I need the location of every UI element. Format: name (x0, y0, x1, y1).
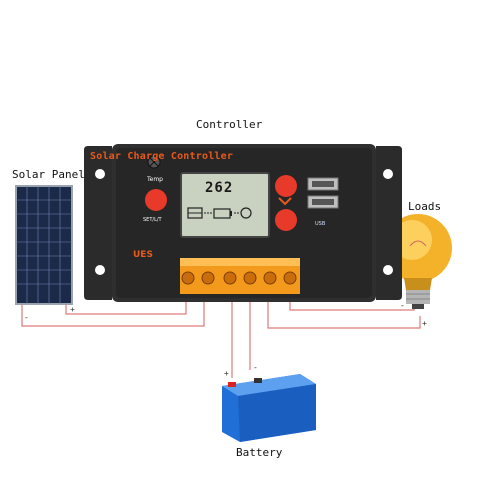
controller-label: Controller (196, 118, 263, 131)
lcd-reading: 262 (205, 180, 234, 196)
wires (21, 290, 421, 378)
solar-pos-mark: + (70, 305, 75, 314)
solar-panel-label: Solar Panel (12, 168, 85, 181)
solar-neg-mark: - (24, 313, 29, 322)
usb-label: USB (315, 221, 326, 227)
device-title: Solar Charge Controller (90, 151, 234, 162)
battery-label: Battery (236, 446, 283, 459)
lcd-display (180, 172, 270, 238)
loads-neg-mark: - (400, 301, 405, 310)
temp-label: Temp (147, 176, 163, 183)
lcd-icons (187, 207, 252, 219)
terminal-screws (181, 271, 297, 285)
set-label: SET/L/T (143, 217, 162, 223)
solar-panel-icon (15, 185, 73, 305)
battery-icon (222, 374, 316, 442)
battery-pos-mark: + (224, 369, 229, 378)
brand-label: UES (133, 250, 153, 260)
battery-neg-mark: - (253, 363, 258, 372)
loads-pos-mark: + (422, 319, 427, 328)
loads-label: Loads (408, 200, 442, 213)
